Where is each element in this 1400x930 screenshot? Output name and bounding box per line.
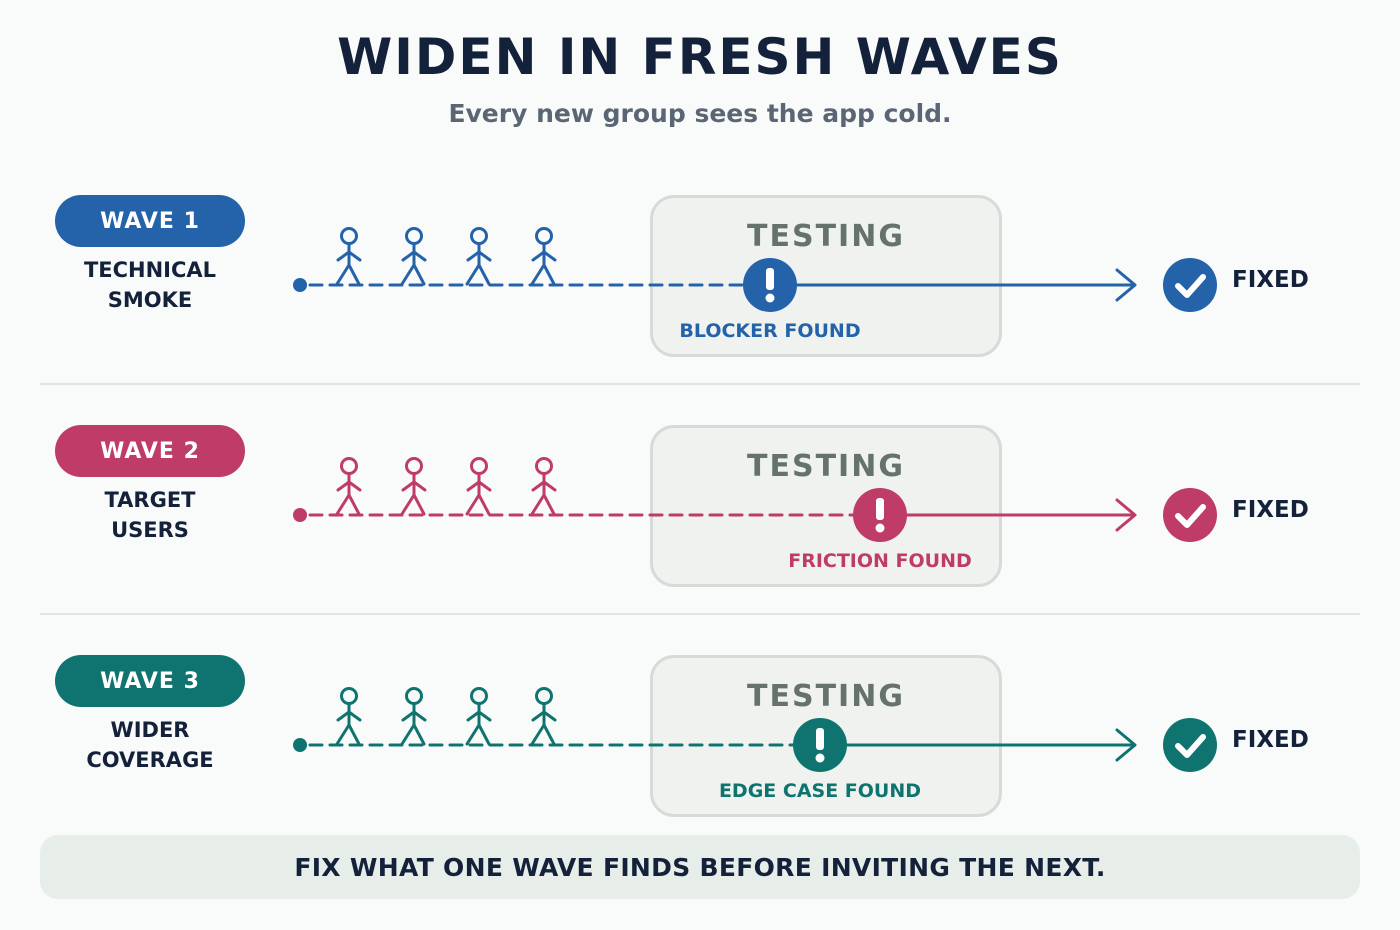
arrow-head-icon — [1115, 498, 1137, 532]
wave-group-line: TECHNICAL — [83, 258, 217, 282]
fixed-label: FIXED — [1232, 267, 1309, 293]
wave-group-line: SMOKE — [107, 288, 193, 312]
testing-stage-label: TESTING — [747, 679, 905, 714]
person-icon — [530, 227, 557, 286]
person-icon — [465, 227, 492, 286]
testing-stage-label: TESTING — [747, 219, 905, 254]
check-icon — [1163, 718, 1217, 772]
wave-flow — [293, 457, 1217, 542]
wave-pill: WAVE 1 — [55, 195, 245, 247]
wave-group-line: TARGET — [104, 488, 196, 512]
person-icon — [400, 457, 427, 516]
start-point — [293, 738, 307, 752]
wave-row-1: WAVE 1 TECHNICAL SMOKE TESTING — [0, 195, 1400, 425]
check-icon — [1163, 488, 1217, 542]
wave-group-label: WIDER COVERAGE — [40, 715, 260, 775]
person-icon — [335, 457, 362, 516]
person-icon — [530, 457, 557, 516]
person-icon — [465, 687, 492, 746]
person-icon — [335, 227, 362, 286]
arrow-head-icon — [1115, 728, 1137, 762]
wave-row-3: WAVE 3 WIDER COVERAGE TESTING — [0, 655, 1400, 885]
wave-pill: WAVE 3 — [55, 655, 245, 707]
exclamation-icon — [793, 718, 847, 772]
start-point — [293, 278, 307, 292]
testing-stage-label: TESTING — [747, 449, 905, 484]
wave-group-label: TECHNICAL SMOKE — [40, 255, 260, 315]
finding-label: FRICTION FOUND — [788, 550, 972, 572]
wave-group-line: COVERAGE — [86, 748, 214, 772]
fixed-label: FIXED — [1232, 497, 1309, 523]
testing-stage-box — [650, 425, 1002, 587]
check-icon — [1163, 258, 1217, 312]
person-icon — [400, 227, 427, 286]
person-icon — [335, 687, 362, 746]
wave-group-label: TARGET USERS — [40, 485, 260, 545]
wave-group-line: USERS — [111, 518, 189, 542]
row-divider — [40, 613, 1360, 615]
finding-label: BLOCKER FOUND — [679, 320, 861, 342]
person-icon — [465, 457, 492, 516]
row-divider — [40, 383, 1360, 385]
page-title: WIDEN IN FRESH WAVES — [337, 28, 1063, 86]
exclamation-icon — [853, 488, 907, 542]
testing-stage-box — [650, 195, 1002, 357]
wave-pill: WAVE 2 — [55, 425, 245, 477]
wave-flow — [293, 227, 1217, 312]
page-subtitle: Every new group sees the app cold. — [448, 99, 952, 128]
person-icon — [530, 687, 557, 746]
finding-label: EDGE CASE FOUND — [718, 780, 922, 802]
wave-flow — [293, 687, 1217, 772]
start-point — [293, 508, 307, 522]
wave-group-line: WIDER — [110, 718, 190, 742]
arrow-head-icon — [1115, 268, 1137, 302]
person-icon — [400, 687, 427, 746]
exclamation-icon — [743, 258, 797, 312]
wave-row-2: WAVE 2 TARGET USERS TESTING — [0, 425, 1400, 655]
footer-banner: FIX WHAT ONE WAVE FINDS BEFORE INVITING … — [40, 835, 1360, 899]
fixed-label: FIXED — [1232, 727, 1309, 753]
